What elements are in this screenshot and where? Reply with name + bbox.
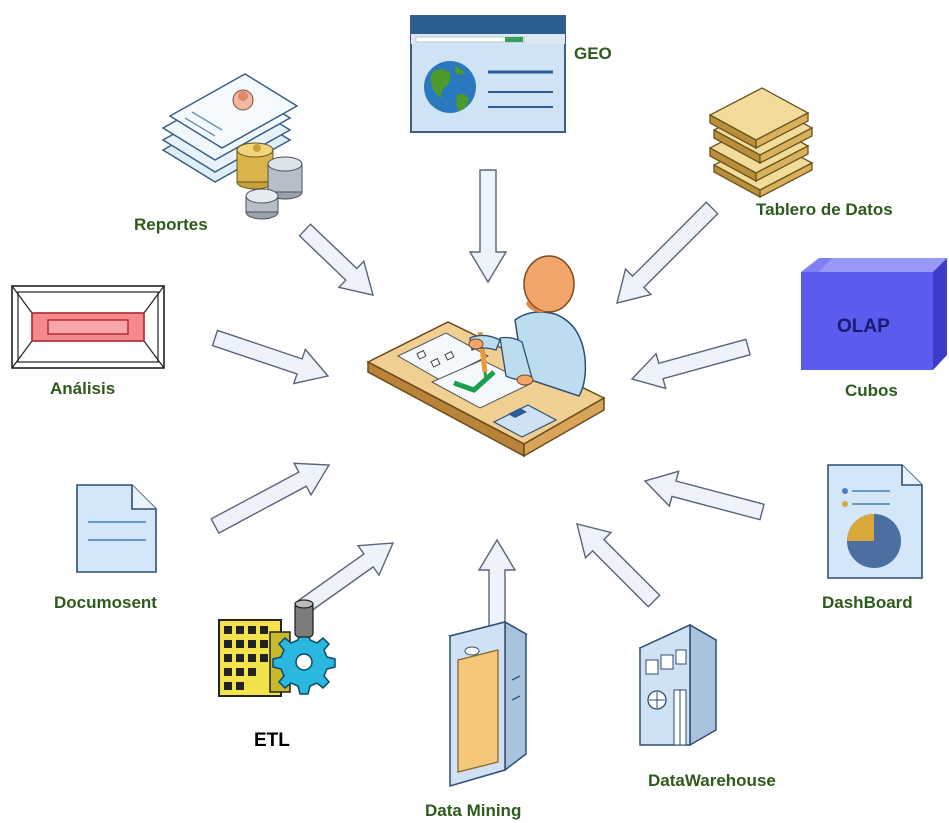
envelope-icon (11, 285, 165, 369)
etl-label: ETL (254, 730, 290, 751)
arrow-geo (468, 169, 508, 284)
etl-building-gear-icon (218, 599, 336, 697)
datamining-node: Data Mining (425, 620, 528, 820)
tablero-node: Tablero de Datos (708, 87, 893, 219)
arrow-tablero (616, 201, 719, 304)
report-coins-icon (161, 73, 303, 220)
cubos-label: Cubos (845, 381, 898, 400)
tablero-label: Tablero de Datos (756, 200, 893, 219)
etl-node: ETL (218, 599, 336, 751)
analisis-node: Análisis (11, 285, 165, 398)
arrow-analisis (211, 329, 330, 385)
dashboard-node: DashBoard (822, 464, 923, 612)
olap-node: OLAP Cubos (801, 258, 947, 400)
geo-node: GEO (410, 15, 612, 133)
dashboard-report-icon (827, 464, 923, 579)
geo-label: GEO (574, 44, 612, 63)
arrows-layer (210, 169, 765, 643)
analisis-label: Análisis (50, 379, 115, 398)
olap-box-text: OLAP (837, 316, 890, 337)
arrow-olap (630, 338, 751, 390)
datawarehouse-node: DataWarehouse (638, 623, 776, 790)
arrow-documents (210, 462, 331, 535)
datamining-label: Data Mining (425, 801, 521, 820)
documents-label: Documosent (54, 593, 157, 612)
analyst-at-desk-icon (366, 255, 606, 458)
datawarehouse-label: DataWarehouse (648, 771, 776, 790)
dashboard-label: DashBoard (822, 593, 913, 612)
books-stack-icon (708, 87, 814, 199)
reportes-node: Reportes (134, 73, 303, 234)
arrow-reportes (298, 223, 374, 296)
browser-globe-icon (410, 15, 566, 133)
reportes-label: Reportes (134, 215, 208, 234)
server-tower-icon (448, 620, 528, 787)
arrow-datawarehouse (576, 523, 661, 608)
document-icon (76, 484, 157, 573)
arrow-dashboard (643, 470, 765, 521)
documents-node: Documosent (54, 484, 157, 612)
olap-cube-icon (801, 258, 947, 370)
arrow-etl (297, 542, 395, 615)
warehouse-building-icon (638, 623, 718, 747)
